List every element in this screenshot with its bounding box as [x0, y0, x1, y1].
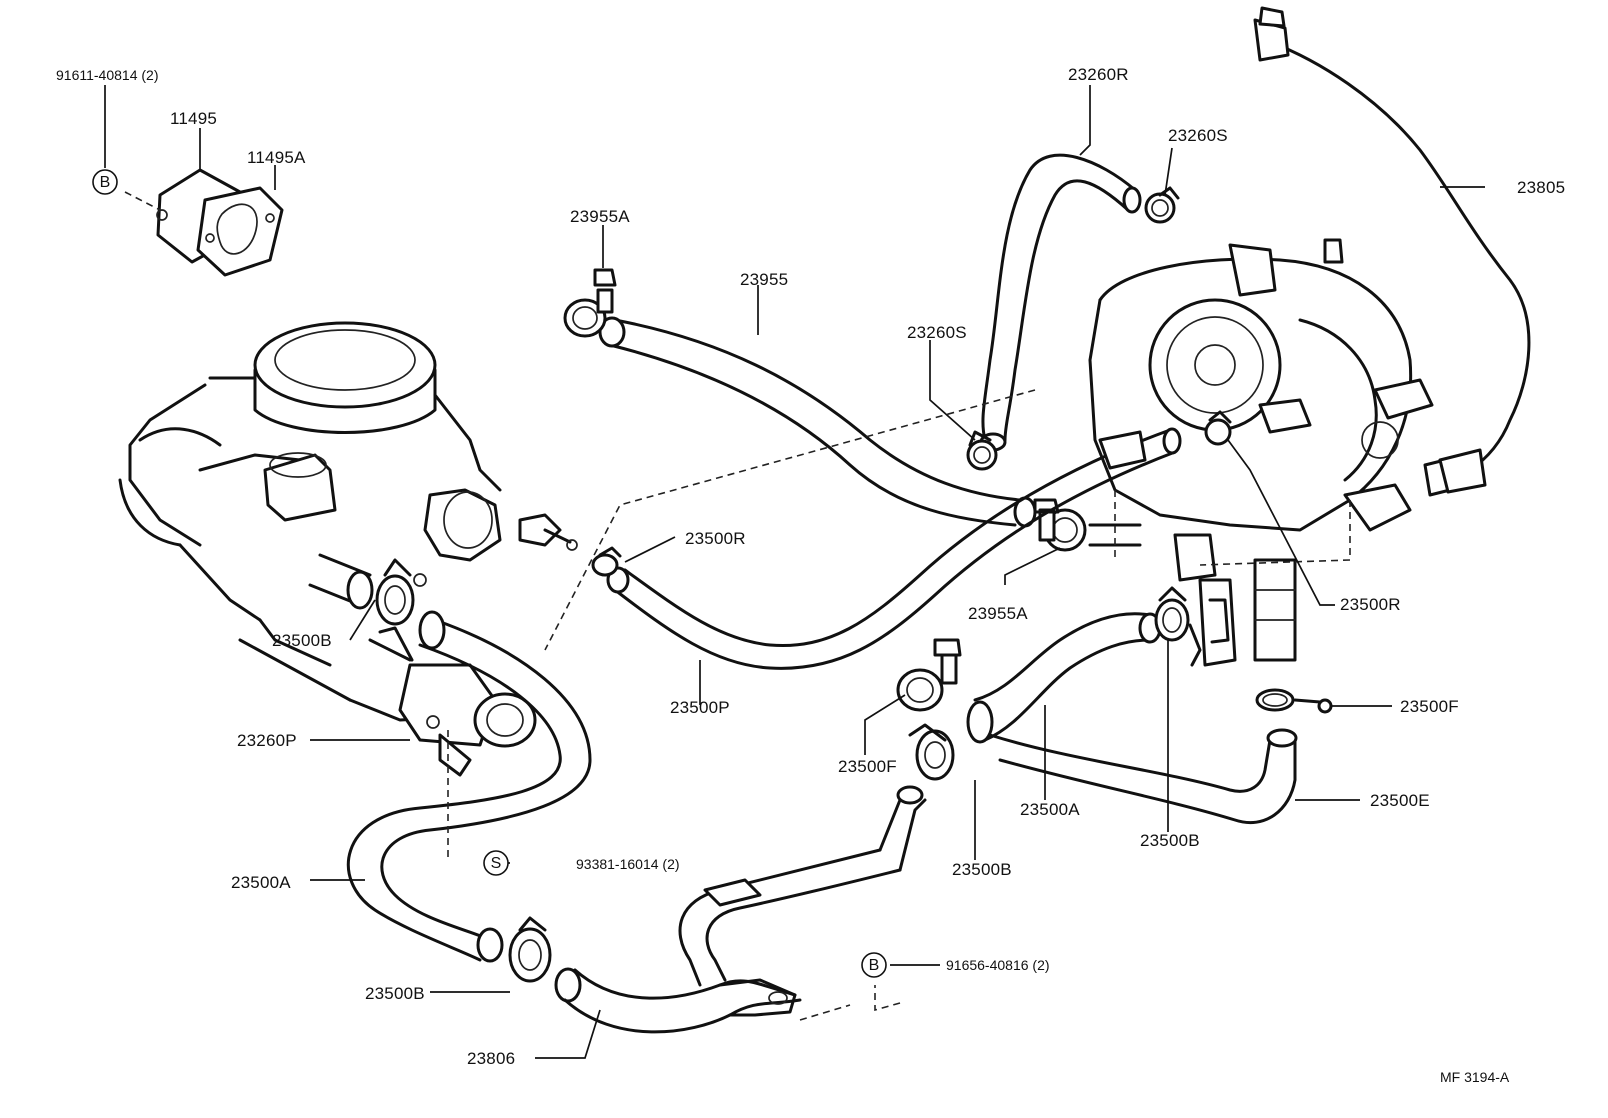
pipe-23805 [1253, 6, 1531, 494]
clamp-23500R-right [1204, 410, 1232, 446]
hose-23500E [988, 728, 1298, 825]
svg-text:S: S [491, 855, 502, 872]
clamp-23500F-mid [896, 638, 962, 712]
turbo-housing [1088, 238, 1472, 667]
hose-23500A-left [346, 610, 592, 963]
hose-23955 [598, 316, 1037, 528]
clamp-23955A-mid [1033, 498, 1142, 552]
label-23500B-left: 23500B [272, 631, 332, 650]
clamp-23260S-mid [966, 430, 998, 471]
label-23500R-mid: 23500R [685, 529, 746, 548]
clamp-23500B-right [1154, 586, 1230, 667]
label-23500F-mid: 23500F [838, 757, 897, 776]
symbol-b-bottom: B [861, 952, 887, 978]
label-11495: 11495 [170, 109, 217, 128]
svg-text:B: B [100, 174, 111, 191]
label-91656-40816: 91656-40816 (2) [946, 957, 1050, 973]
label-23955A-top: 23955A [570, 207, 630, 226]
clamp-23500B-center [908, 723, 955, 781]
label-93381-16014: 93381-16014 (2) [576, 856, 680, 872]
hose-23500P [606, 427, 1182, 670]
label-23955A-mid: 23955A [968, 604, 1028, 623]
clamp-23500F-right [1255, 688, 1333, 714]
symbol-s-mid: S [483, 850, 509, 876]
clamp-23260S-top [1144, 186, 1180, 224]
dashed-reference-lines [124, 191, 1036, 1021]
clamp-23500B-left [375, 558, 427, 626]
hose-23260R [979, 153, 1142, 452]
pipe-23806 [554, 785, 927, 1034]
label-23500R-right: 23500R [1340, 595, 1401, 614]
label-23500A-left: 23500A [231, 873, 291, 892]
part-labels: 91611-40814 (2) 11495 11495A 23955A 2395… [56, 65, 1565, 1085]
label-23806: 23806 [467, 1049, 515, 1068]
symbol-b-top: B [92, 169, 118, 195]
svg-text:B: B [869, 957, 880, 974]
label-23805: 23805 [1517, 178, 1565, 197]
valve-23260P [368, 626, 537, 777]
label-91611-40814: 91611-40814 (2) [56, 67, 158, 83]
clamp-23500B-bottom [508, 916, 552, 983]
clamp-23955A-top [563, 268, 617, 338]
label-23955: 23955 [740, 270, 788, 289]
label-23500F-right: 23500F [1400, 697, 1459, 716]
label-23500P: 23500P [670, 698, 730, 717]
label-23260S-top: 23260S [1168, 126, 1228, 145]
label-23500B-center: 23500B [952, 860, 1012, 879]
label-23260R: 23260R [1068, 65, 1129, 84]
figure-id: MF 3194-A [1440, 1069, 1510, 1085]
label-23500B-bottom: 23500B [365, 984, 425, 1003]
label-23500E: 23500E [1370, 791, 1430, 810]
throttle-body [118, 321, 578, 722]
clamp-23500R-mid [591, 546, 622, 577]
bracket-11495 [156, 168, 284, 277]
label-23500B-right: 23500B [1140, 831, 1200, 850]
label-11495A: 11495A [247, 148, 306, 167]
label-23260P: 23260P [237, 731, 297, 750]
label-23500A-mid: 23500A [1020, 800, 1080, 819]
label-23260S-mid: 23260S [907, 323, 967, 342]
hose-23500A-right [966, 612, 1162, 744]
